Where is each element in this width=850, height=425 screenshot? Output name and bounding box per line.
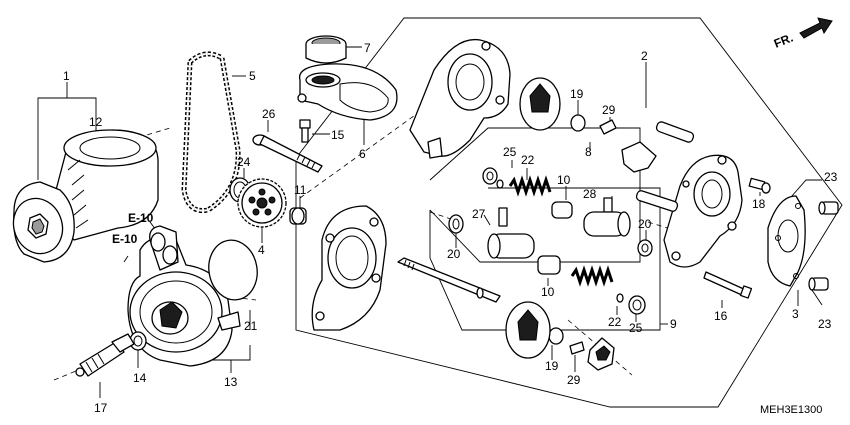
callout-11: 11: [294, 183, 307, 197]
o-ring-19-top: [570, 114, 586, 132]
callout-29-bottom: 29: [567, 373, 581, 387]
flange-bolt-small: [299, 119, 311, 143]
callout-18: 18: [752, 197, 766, 211]
oil-pump-shaft: [397, 257, 501, 303]
relief-valve-assembly-8: [482, 141, 657, 237]
bolt-16: [703, 271, 753, 299]
o-ring-large: [208, 239, 258, 301]
callout-20-right: 20: [638, 217, 652, 231]
callout-17: 17: [94, 401, 108, 415]
callout-9: 9: [670, 317, 677, 331]
callout-13: 13: [224, 375, 238, 389]
dowel-pin-29-bottom: [569, 341, 585, 355]
oil-filter: [55, 129, 159, 241]
outer-rotor-upper: [519, 77, 561, 131]
callout-28: 28: [583, 187, 597, 201]
callout-8: 8: [585, 145, 592, 159]
callout-4: 4: [258, 243, 265, 257]
callout-19-bottom: 19: [545, 359, 559, 373]
o-ring-19-bottom: [548, 327, 564, 345]
dowel-pin-29-top: [599, 119, 617, 135]
oil-pump-body-right: [635, 121, 743, 268]
outer-rotor-lower: [505, 301, 551, 359]
bolt-18: [748, 177, 771, 194]
callout-10-bottom: 10: [541, 285, 555, 299]
callout-10-top: 10: [557, 173, 571, 187]
callout-5: 5: [249, 69, 256, 83]
callout-2: 2: [641, 49, 648, 63]
oil-pump-housing-upper: [409, 38, 511, 159]
callout-22-bottom: 22: [608, 315, 622, 329]
driven-sprocket: [237, 178, 287, 228]
pump-gasket: [767, 195, 806, 287]
callout-labels: 1 12 5 7 26 15 6 24 11 4 21 13 14 17 2 1…: [63, 41, 838, 415]
callout-14: 14: [133, 371, 147, 385]
callout-23-top: 23: [824, 170, 838, 184]
oil-filter-cap: [12, 181, 75, 263]
callout-3: 3: [792, 307, 799, 321]
oil-pressure-switch: [75, 333, 135, 377]
callout-26: 26: [262, 107, 276, 121]
diagram-code: MEH3E1300: [760, 404, 822, 416]
relief-valve-assembly-9: [448, 207, 653, 315]
dowel-23-top: [818, 201, 839, 215]
reference-labels: E-10 E-10 MEH3E1300: [112, 211, 822, 416]
oil-pump-housing-left: [311, 205, 387, 331]
front-direction-arrow: FR.: [772, 17, 833, 51]
oil-pump-chain: [181, 51, 241, 214]
front-label: FR.: [772, 31, 795, 51]
callout-25-bottom: 25: [629, 321, 643, 335]
callout-6: 6: [359, 147, 366, 161]
long-bolt: [252, 134, 323, 173]
callout-7: 7: [364, 41, 371, 55]
callout-24: 24: [237, 155, 251, 169]
callout-20-left: 20: [447, 247, 461, 261]
callout-21: 21: [244, 319, 258, 333]
callout-16: 16: [714, 309, 728, 323]
dowel-23-bottom: [808, 277, 829, 291]
reference-e10-lower: E-10: [112, 232, 138, 246]
callout-12: 12: [89, 115, 103, 129]
oil-strainer: [297, 35, 398, 121]
callout-25-top: 25: [503, 145, 517, 159]
reference-e10-upper: E-10: [128, 211, 154, 225]
inner-rotor-lower: [587, 337, 615, 371]
collar: [289, 207, 307, 225]
callout-27: 27: [472, 207, 486, 221]
callout-23-bottom: 23: [818, 317, 832, 331]
callout-19-top: 19: [570, 87, 584, 101]
callout-1: 1: [63, 69, 70, 83]
callout-15: 15: [331, 128, 345, 142]
oil-cooler: [127, 225, 241, 367]
callout-22-top: 22: [521, 153, 535, 167]
callout-29-top: 29: [602, 103, 616, 117]
